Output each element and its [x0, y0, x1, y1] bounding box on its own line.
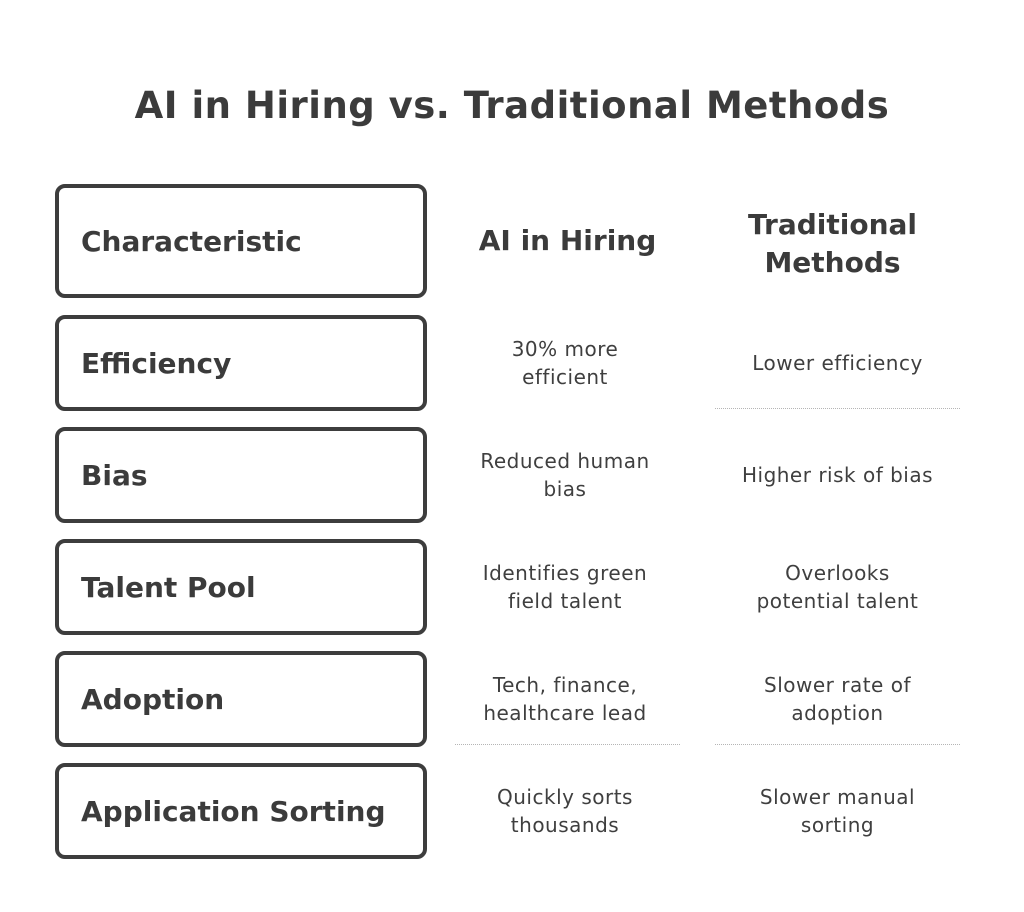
- row-adoption-box: Adoption: [55, 651, 427, 747]
- page-title: AI in Hiring vs. Traditional Methods: [134, 84, 890, 127]
- row-bias-box: Bias: [55, 427, 427, 523]
- header-ai-label: AI in Hiring: [478, 224, 657, 257]
- row-efficiency-label: Efficiency: [81, 346, 232, 380]
- cell-application-sorting-traditional: Slower manual sorting: [759, 785, 916, 837]
- cell-talent-pool-traditional: Overlooks potential talent: [756, 561, 919, 613]
- row-divider: [455, 744, 680, 745]
- cell-bias-ai: Reduced human bias: [480, 449, 650, 501]
- row-divider: [715, 744, 960, 745]
- row-efficiency-box: Efficiency: [55, 315, 427, 411]
- cell-efficiency-traditional: Lower efficiency: [752, 351, 923, 375]
- row-talent-pool-label: Talent Pool: [81, 570, 256, 604]
- header-traditional-label: Traditional Methods: [747, 208, 917, 279]
- header-characteristic-label: Characteristic: [81, 224, 302, 258]
- row-talent-pool-box: Talent Pool: [55, 539, 427, 635]
- cell-bias-traditional: Higher risk of bias: [741, 463, 934, 487]
- cell-application-sorting-ai: Quickly sorts thousands: [497, 785, 633, 837]
- row-bias-label: Bias: [81, 458, 148, 492]
- cell-efficiency-ai: 30% more efficient: [511, 337, 619, 389]
- cell-talent-pool-ai: Identifies green field talent: [482, 561, 648, 613]
- row-application-sorting-box: Application Sorting: [55, 763, 427, 859]
- row-application-sorting-label: Application Sorting: [81, 794, 386, 828]
- header-characteristic-box: Characteristic: [55, 184, 427, 298]
- row-divider: [715, 408, 960, 409]
- cell-adoption-ai: Tech, finance, healthcare lead: [483, 673, 647, 725]
- cell-adoption-traditional: Slower rate of adoption: [764, 673, 911, 725]
- row-adoption-label: Adoption: [81, 682, 225, 716]
